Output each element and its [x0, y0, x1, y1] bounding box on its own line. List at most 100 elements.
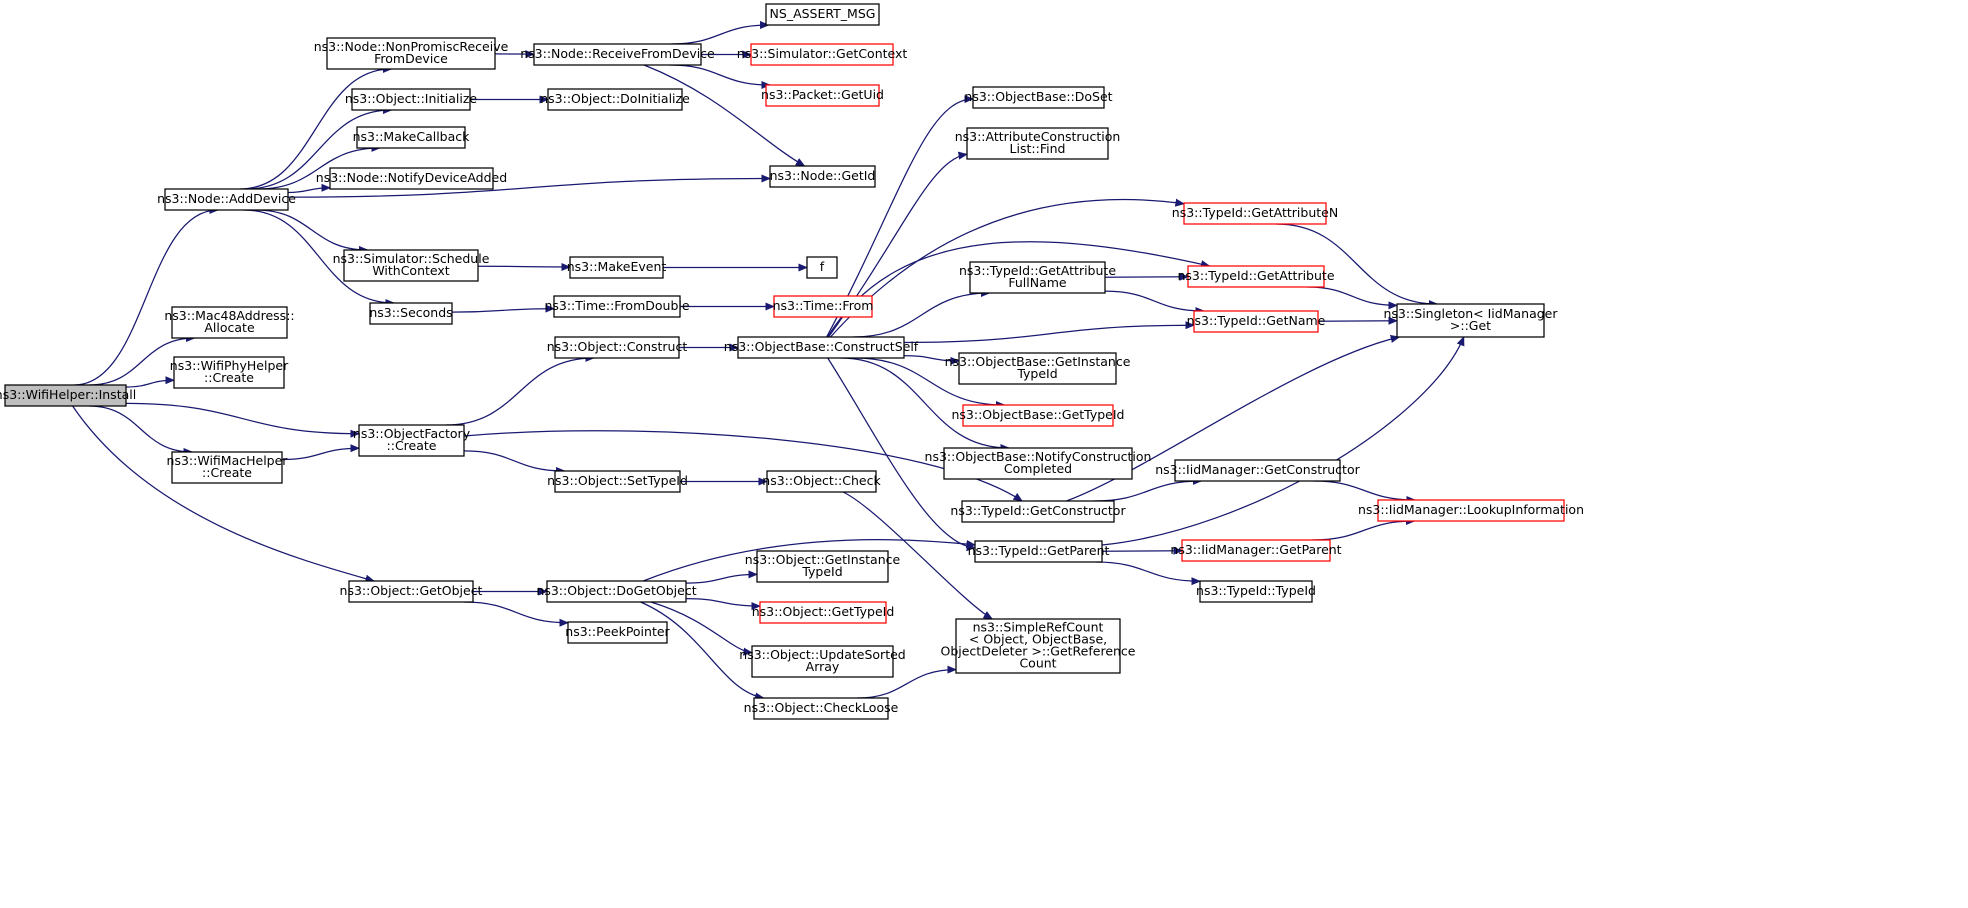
node-objsettypeid[interactable]: ns3::Object::SetTypeId [547, 470, 688, 493]
node-typeidgetparent[interactable]: ns3::TypeId::GetParent [968, 540, 1110, 563]
node-label: WithContext [372, 263, 449, 278]
node-objbaseconstructself[interactable]: ns3::ObjectBase::ConstructSelf [724, 336, 919, 359]
node-label: NS_ASSERT_MSG [770, 6, 876, 21]
node-receivefromdevice[interactable]: ns3::Node::ReceiveFromDevice [520, 43, 715, 66]
node-box [1193, 310, 1319, 333]
node-timefrom[interactable]: ns3::Time::From [773, 295, 874, 318]
node-label: ns3::Node::GetId [770, 168, 876, 183]
edge-objbaseconstructself-to-typeidgetname [903, 325, 1194, 344]
edge-objdogetobject-to-objupdatesortedarray [650, 601, 752, 653]
node-adddevice[interactable]: ns3::Node::AddDevice [157, 188, 296, 211]
edge-line [245, 110, 392, 190]
node-f[interactable]: f [806, 256, 838, 279]
node-label: ns3::ObjectBase::ConstructSelf [724, 339, 919, 354]
node-typeidgetattribute[interactable]: ns3::TypeId::GetAttribute [1177, 265, 1335, 288]
node-install[interactable]: ns3::WifiHelper::Install [0, 384, 136, 407]
edge-line [463, 430, 1022, 501]
node-objbasegettypeid[interactable]: ns3::ObjectBase::GetTypeId [952, 404, 1125, 427]
edge-line [1104, 290, 1204, 311]
node-makecallback[interactable]: ns3::MakeCallback [353, 126, 471, 149]
edge-install-to-wifimaccreate [89, 405, 192, 452]
node-makeevent[interactable]: ns3::MakeEvent [567, 256, 667, 279]
node-box [533, 43, 702, 66]
node-box [547, 88, 683, 111]
node-objdoinitialize[interactable]: ns3::Object::DoInitialize [540, 88, 690, 111]
edge-objdogetobject-to-typeidgetparent [642, 538, 975, 582]
edge-adddevice-to-seconds [243, 209, 395, 303]
edge-line [1066, 337, 1399, 502]
node-seconds[interactable]: ns3::Seconds [369, 302, 453, 325]
node-simplerefcount[interactable]: ns3::SimpleRefCount< Object, ObjectBase,… [940, 618, 1136, 674]
node-objdogetobject[interactable]: ns3::Object::DoGetObject [536, 580, 697, 603]
node-box [348, 580, 474, 603]
node-box [569, 256, 664, 279]
node-wifiphycreate[interactable]: ns3::WifiPhyHelper::Create [170, 356, 289, 389]
node-objfactorycreate[interactable]: ns3::ObjectFactory::Create [353, 424, 471, 457]
node-label: ns3::TypeId::GetAttributeN [1172, 205, 1338, 220]
node-box [766, 470, 877, 493]
edge-typeidgetattributefullname-to-typeidgetname [1104, 290, 1204, 311]
node-typeidgetname[interactable]: ns3::TypeId::GetName [1187, 310, 1326, 333]
node-mac48allocate[interactable]: ns3::Mac48Address::Allocate [164, 306, 295, 339]
node-objbasenotifyconstructioncompleted[interactable]: ns3::ObjectBase::NotifyConstructionCompl… [925, 447, 1152, 480]
node-label: Count [1019, 656, 1056, 671]
node-objcheckloose[interactable]: ns3::Object::CheckLoose [744, 697, 899, 720]
node-label: ns3::AttributeConstruction [955, 129, 1121, 144]
node-notifydeviceadded[interactable]: ns3::Node::NotifyDeviceAdded [316, 167, 507, 190]
node-label: ns3::Object::DoInitialize [540, 91, 690, 106]
edge-typeidgetconstructor-to-iidmanagergetconstructor [1094, 481, 1201, 502]
node-label: ns3::ObjectBase::GetTypeId [952, 407, 1125, 422]
nodes-layer: ns3::WifiHelper::Install ns3::Node::AddDe… [0, 3, 1584, 720]
node-label: ns3::Object::Initialize [345, 91, 478, 106]
edge-line [287, 179, 770, 198]
node-label: ns3::TypeId::GetConstructor [950, 503, 1126, 518]
edge-adddevice-to-notifydeviceadded [287, 188, 330, 194]
node-assertmsg[interactable]: NS_ASSERT_MSG [765, 3, 880, 26]
node-singletonget[interactable]: ns3::Singleton< IidManager>::Get [1383, 303, 1558, 338]
node-label: FullName [1008, 275, 1067, 290]
node-label: ns3::Object::Construct [547, 339, 688, 354]
node-getcontext[interactable]: ns3::Simulator::GetContext [737, 43, 908, 66]
node-typeidgetconstructor[interactable]: ns3::TypeId::GetConstructor [950, 500, 1126, 523]
edge-line [463, 450, 565, 471]
node-iidmanagerlookupinformation[interactable]: ns3::IidManager::LookupInformation [1358, 499, 1584, 522]
node-box [737, 336, 905, 359]
edge-line [445, 358, 594, 426]
node-getuid[interactable]: ns3::Packet::GetUid [761, 84, 884, 107]
node-box [966, 127, 1109, 160]
node-objgettypeid[interactable]: ns3::Object::GetTypeId [752, 601, 895, 624]
node-objinitialize[interactable]: ns3::Object::Initialize [345, 88, 478, 111]
node-nodegetid[interactable]: ns3::Node::GetId [769, 165, 876, 188]
node-wifimaccreate[interactable]: ns3::WifiMacHelper::Create [167, 451, 289, 484]
node-objgetobject[interactable]: ns3::Object::GetObject [340, 580, 483, 603]
node-label: < Object, ObjectBase, [969, 632, 1107, 647]
node-objconstruct[interactable]: ns3::Object::Construct [547, 336, 688, 359]
node-typeidgetattributen[interactable]: ns3::TypeId::GetAttributeN [1172, 202, 1338, 225]
node-label: TypeId [1016, 366, 1057, 381]
node-box [351, 88, 471, 111]
edge-iidmanagergetconstructor-to-iidmanagerlookupinformation [1313, 480, 1416, 500]
node-peekpointer[interactable]: ns3::PeekPointer [565, 621, 671, 644]
node-timefromdouble[interactable]: ns3::Time::FromDouble [544, 295, 690, 318]
node-label: ns3::PeekPointer [565, 624, 670, 639]
node-iidmanagergetconstructor[interactable]: ns3::IidManager::GetConstructor [1155, 459, 1361, 482]
node-objbasedoset[interactable]: ns3::ObjectBase::DoSet [964, 86, 1113, 109]
edge-line [287, 188, 330, 194]
node-box [750, 43, 894, 66]
node-iidmanagergetparent[interactable]: ns3::IidManager::GetParent [1170, 539, 1342, 562]
node-objcheck[interactable]: ns3::Object::Check [762, 470, 881, 493]
node-label: ns3::WifiHelper::Install [0, 387, 136, 402]
node-box [358, 424, 465, 457]
node-label: ns3::Time::From [773, 298, 874, 313]
edge-line [72, 405, 374, 581]
edge-typeidgetattribute-to-singletonget [1307, 286, 1397, 305]
node-box [1181, 539, 1331, 562]
node-typeidtypeid[interactable]: ns3::TypeId::TypeId [1196, 580, 1316, 603]
